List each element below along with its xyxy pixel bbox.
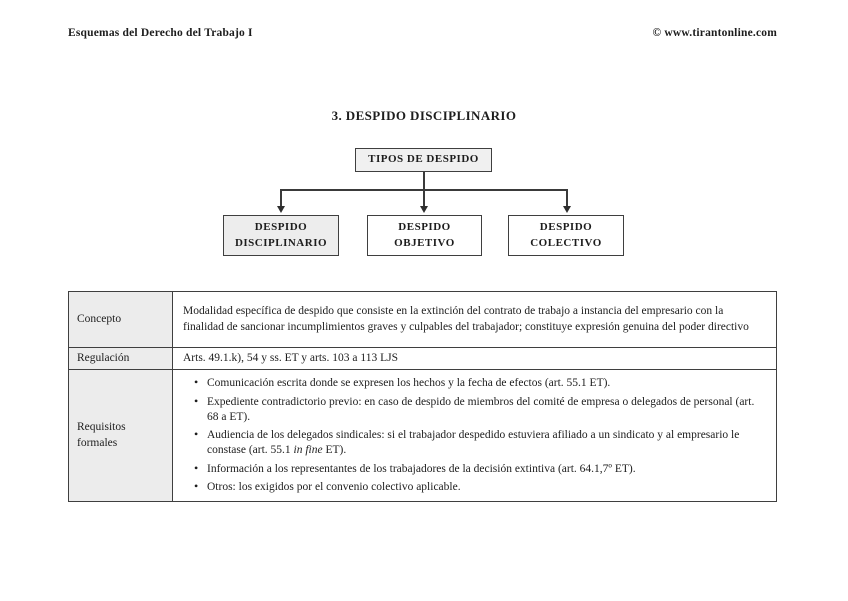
list-item: Audiencia de los delegados sindicales: s… bbox=[194, 427, 766, 459]
connector-stem-top bbox=[423, 172, 425, 190]
arrow-down-icon bbox=[276, 206, 285, 213]
diagram-box-despido-disciplinario: DESPIDO DISCIPLINARIO bbox=[223, 215, 339, 256]
diagram-box-despido-objetivo: DESPIDO OBJETIVO bbox=[367, 215, 482, 256]
requisitos-bullet-list: Comunicación escrita donde se expresen l… bbox=[183, 375, 766, 495]
connector-stem-left bbox=[280, 189, 282, 207]
row-content: Arts. 49.1.k), 54 y ss. ET y arts. 103 a… bbox=[172, 346, 777, 371]
row-content: Modalidad específica de despido que cons… bbox=[172, 291, 777, 348]
arrow-down-icon bbox=[419, 206, 428, 213]
header-copyright: © www.tirantonline.com bbox=[652, 27, 777, 39]
table-row-concepto: Concepto Modalidad específica de despido… bbox=[68, 291, 777, 348]
list-item: Información a los representantes de los … bbox=[194, 461, 766, 477]
diagram-box-despido-colectivo: DESPIDO COLECTIVO bbox=[508, 215, 624, 256]
connector-stem-right bbox=[566, 189, 568, 207]
header-book-title: Esquemas del Derecho del Trabajo I bbox=[68, 27, 253, 39]
arrow-down-icon bbox=[562, 206, 571, 213]
box-label-line: DISCIPLINARIO bbox=[234, 236, 328, 249]
diagram-root-box: TIPOS DE DESPIDO bbox=[355, 148, 492, 172]
box-label-line: DESPIDO bbox=[254, 221, 308, 234]
connector-stem-middle bbox=[423, 189, 425, 207]
row-content: Comunicación escrita donde se expresen l… bbox=[172, 369, 777, 503]
box-label-line: DESPIDO bbox=[398, 221, 451, 234]
box-label-line: DESPIDO bbox=[539, 221, 593, 234]
list-item: Otros: los exigidos por el convenio cole… bbox=[194, 479, 766, 495]
row-label: Requisitos formales bbox=[68, 369, 173, 503]
box-label-line: OBJETIVO bbox=[394, 236, 455, 249]
list-item: Expediente contradictorio previo: en cas… bbox=[194, 394, 766, 426]
list-item: Comunicación escrita donde se expresen l… bbox=[194, 375, 766, 391]
table-row-regulacion: Regulación Arts. 49.1.k), 54 y ss. ET y … bbox=[68, 346, 777, 371]
box-label-line: COLECTIVO bbox=[530, 236, 602, 249]
table-row-requisitos-formales: Requisitos formales Comunicación escrita… bbox=[68, 369, 777, 503]
despido-info-table: Concepto Modalidad específica de despido… bbox=[68, 291, 777, 503]
row-label: Concepto bbox=[68, 291, 173, 348]
section-title: 3. DESPIDO DISCIPLINARIO bbox=[331, 108, 517, 123]
row-label: Regulación bbox=[68, 346, 173, 371]
